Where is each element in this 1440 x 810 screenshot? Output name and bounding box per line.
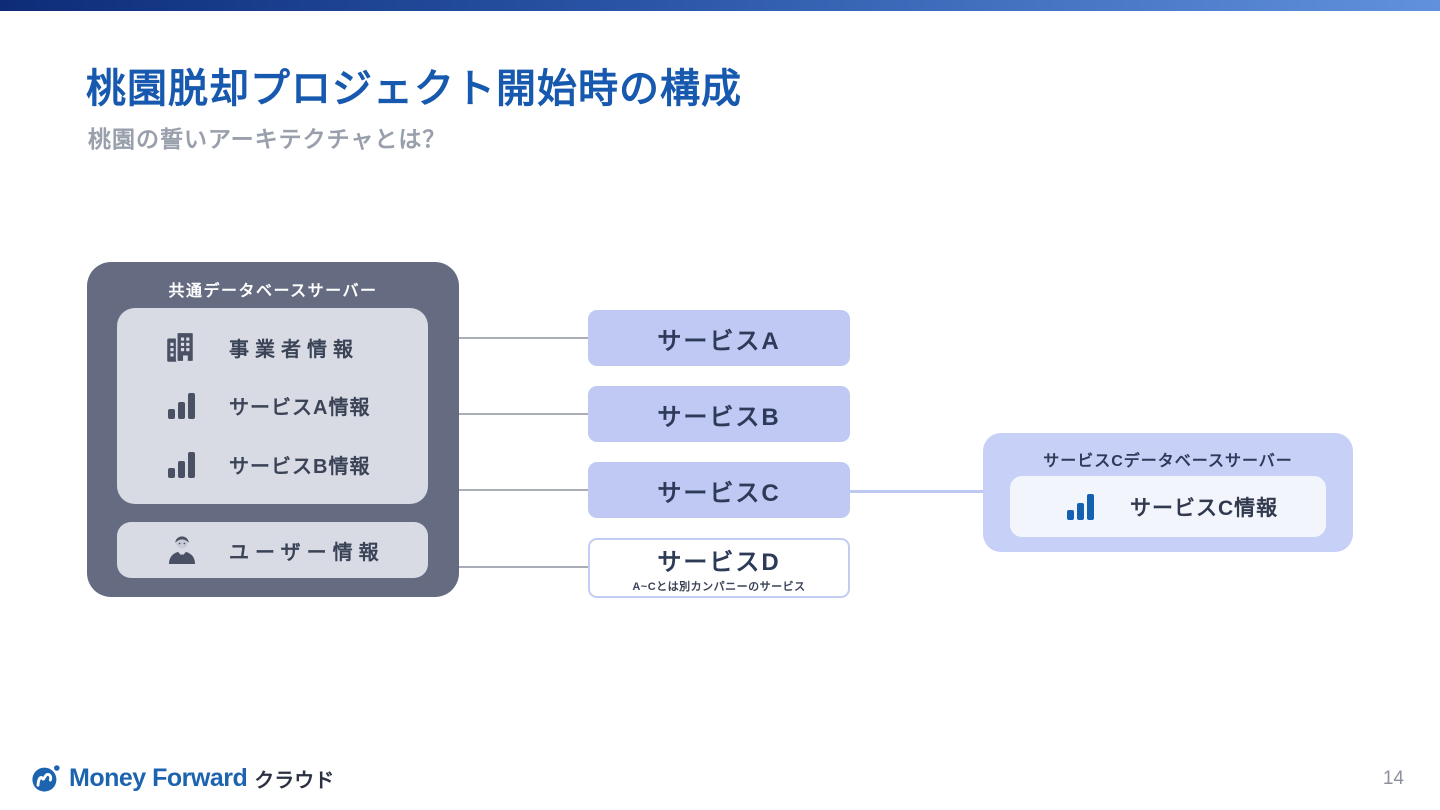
- connector-line-service-c-db: [848, 490, 985, 493]
- service-d-label: サービスD: [657, 549, 781, 576]
- db-item-label: ユーザー情報: [229, 541, 385, 564]
- building-icon: [163, 328, 201, 366]
- db-item-business-info: 事業者情報: [117, 328, 428, 366]
- connector-line-service-d: [450, 566, 590, 568]
- db-item-user-info: ユーザー情報: [117, 531, 385, 569]
- money-forward-logo-icon: [30, 762, 62, 794]
- bar-chart-icon: [1062, 488, 1100, 526]
- connector-line-service-c: [450, 489, 590, 491]
- service-d-note: A~Cとは別カンパニーのサービス: [632, 581, 806, 593]
- page-title: 桃園脱却プロジェクト開始時の構成: [86, 67, 742, 111]
- page-subtitle: 桃園の誓いアーキテクチャとは？: [88, 126, 447, 152]
- service-a-box: サービスA: [588, 310, 850, 366]
- service-c-info-item: サービスC情報: [1010, 476, 1326, 537]
- footer-logo: Money Forward クラウド: [30, 762, 334, 794]
- shared-db-server-box: 共通データベースサーバー: [87, 262, 459, 597]
- db-item-label: サービスA情報: [229, 397, 371, 420]
- shared-db-server-title: 共通データベースサーバー: [168, 283, 378, 300]
- db-item-label: サービスB情報: [229, 456, 371, 479]
- service-c-box: サービスC: [588, 462, 850, 518]
- service-b-box: サービスB: [588, 386, 850, 442]
- bar-chart-icon: [163, 446, 201, 484]
- top-accent-bar: [0, 0, 1440, 11]
- service-c-info-label: サービスC情報: [1130, 496, 1279, 520]
- service-a-label: サービスA: [657, 327, 781, 355]
- shared-db-tables-group: 事業者情報 サービスA情報: [117, 308, 428, 504]
- service-c-db-server-box: サービスCデータベースサーバー サービスC情報: [983, 433, 1353, 552]
- db-item-label: 事業者情報: [229, 338, 359, 361]
- money-forward-wordmark: Money Forward: [69, 763, 248, 792]
- connector-line-service-b: [450, 413, 590, 415]
- page-number: 14: [1382, 768, 1404, 789]
- user-icon: [163, 531, 201, 569]
- service-c-label: サービスC: [657, 479, 781, 507]
- service-c-db-server-title: サービスCデータベースサーバー: [1043, 453, 1293, 470]
- service-d-box: サービスD A~Cとは別カンパニーのサービス: [588, 538, 850, 598]
- db-item-service-a-info: サービスA情報: [117, 387, 428, 425]
- shared-db-user-group: ユーザー情報: [117, 522, 428, 578]
- service-b-label: サービスB: [657, 403, 781, 431]
- db-item-service-b-info: サービスB情報: [117, 446, 428, 484]
- logo-suffix-cloud: クラウド: [254, 769, 335, 792]
- bar-chart-icon: [163, 387, 201, 425]
- connector-line-service-a: [450, 337, 590, 339]
